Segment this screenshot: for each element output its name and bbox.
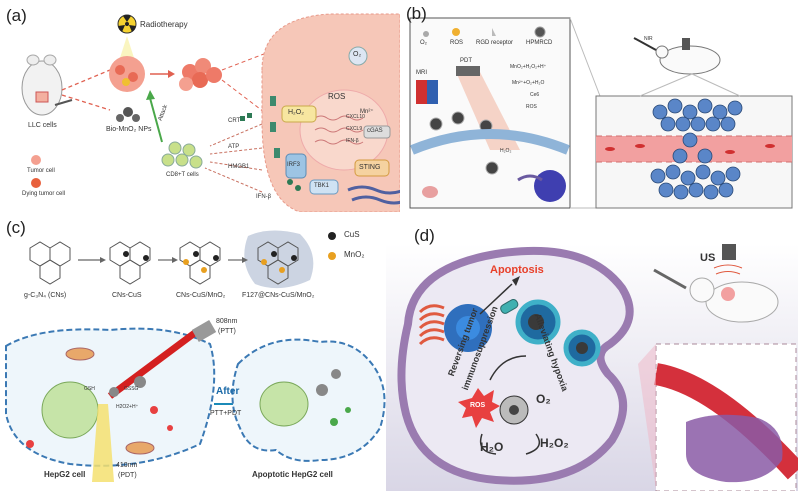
step-cns-cus-mno2: CNs-CuS/MnO₂ [176, 292, 226, 299]
legend-cus: CuS [344, 230, 360, 239]
panel-d: (d) US Apoptosis Reversing tumor immunos… [386, 224, 798, 491]
o2-label-d: O₂ [536, 392, 551, 406]
cell-membrane [410, 129, 570, 155]
panel-c-label: (c) [6, 218, 26, 237]
nir-label: NIR [644, 36, 653, 42]
hepg2-label: HepG2 cell [44, 470, 86, 479]
radiotherapy-label: Radiotherapy [140, 20, 188, 29]
tumor-mass-d [686, 414, 783, 483]
laser-808 [107, 329, 199, 399]
endoplasmic-reticulum [418, 304, 445, 346]
legend-dying-cell [31, 178, 41, 188]
laser-808-label: 808nm [216, 318, 238, 325]
equation-2: Mn²⁺+O₂+H₂O [512, 80, 545, 86]
atp-label: ATP [228, 144, 240, 150]
irf3-label: IRF3 [287, 162, 301, 168]
mn-label: Mn²⁺ [360, 109, 374, 115]
gene-label-3: IFN-β [346, 138, 359, 144]
after-label: After [216, 386, 240, 397]
apoptotic-cell [231, 338, 386, 462]
panel-c-illustration [5, 230, 386, 482]
legend-mno2: MnO₂ [344, 250, 365, 259]
ifn-label: IFN-β [256, 194, 272, 200]
apoptosis-label: Apoptosis [490, 264, 544, 276]
legend-hpmrcd: HPMRCD [526, 40, 553, 46]
ros-label: ROS [328, 92, 346, 101]
legend-o2: O₂ [420, 40, 427, 46]
us-label: US [700, 252, 716, 264]
equation-1: MnO₂+H₂O₂+H⁺ [510, 64, 547, 70]
laser-410-label: 410nm [116, 462, 138, 469]
panel-b-illustration [409, 17, 793, 209]
h2o2-label-d: H₂O₂ [540, 436, 569, 450]
mri-label: MRI [416, 70, 427, 76]
pdt-label-c: (PDT) [118, 472, 137, 479]
llc-cells-label: LLC cells [28, 122, 57, 129]
cd8-label: CD8+T cells [166, 172, 199, 178]
cus-legend-icon [328, 232, 336, 240]
cgas-label: cGAS [367, 128, 383, 134]
f127-coating [244, 230, 314, 289]
o2-label: O₂ [353, 51, 362, 58]
pdt-label: PDT [460, 58, 472, 64]
panel-b: (b) O₂ ROS RGD receptor HPMRCD MRI PDT M… [400, 0, 798, 212]
panel-d-illustration [386, 244, 798, 491]
legend-tumor-cell [31, 155, 41, 165]
ros-label-d: ROS [470, 402, 486, 409]
tumor-cell-label: Tumor cell [27, 168, 55, 174]
panel-a: (a) Radiotherapy LLC cells Bio-MnO₂ NPs … [0, 0, 400, 212]
step-cns-cus: CNs-CuS [112, 292, 142, 299]
h2o2-mn-label: H2O2+H⁺ [116, 404, 139, 410]
ros-product-label: ROS [526, 104, 537, 110]
mouse-icon [659, 45, 721, 75]
apoptotic-label: Apoptotic HepG2 cell [252, 470, 333, 479]
panel-a-label: (a) [6, 6, 27, 25]
mouse-d [705, 281, 779, 323]
tbk1-label: TBK1 [314, 183, 330, 189]
legend-rgd: RGD receptor [476, 40, 514, 46]
panel-c: (c) CuS MnO₂ g-C₃N₄ (CNs) CNs-CuS CNs-Cu… [0, 214, 400, 491]
ultrasound-probe-icon [722, 244, 736, 260]
h2o-label-d: H₂O [480, 440, 504, 454]
ros-burst-icon [458, 388, 500, 428]
h2o2-label-b: H₂O₂ [500, 148, 512, 154]
panel-b-label: (b) [406, 4, 427, 23]
crt-label: CRT [228, 118, 241, 124]
mno2-legend-icon [328, 252, 336, 260]
step-cns: g-C₃N₄ (CNs) [24, 292, 67, 299]
gene-label-1: CXCL10 [346, 114, 365, 120]
panel-a-illustration [21, 13, 400, 212]
nanoparticle [123, 107, 133, 117]
cd8-cells [161, 141, 203, 169]
legend-ros: ROS [450, 40, 464, 46]
dying-tumor-cell-label: Dying tumor cell [22, 191, 66, 197]
nucleus-blue [534, 170, 566, 202]
gsh-label: GSH [84, 386, 95, 392]
ce6-label: Ce6 [530, 92, 540, 98]
panel-d-label: (d) [414, 226, 435, 245]
gssg-label: GSSG [124, 386, 139, 392]
ptt-pdt-label: PTT+PDT [210, 410, 242, 417]
mouse-body [21, 60, 63, 116]
hmgb1-label: HMGB1 [228, 164, 250, 170]
gene-label-2: CXCL9 [346, 126, 363, 132]
ptt-label: (PTT) [218, 328, 236, 335]
laser-410 [92, 404, 114, 482]
sting-label: STING [359, 164, 381, 171]
bio-nps-label: Bio-MnO₂ NPs [106, 126, 152, 133]
h2o2-label: H₂O₂ [288, 109, 304, 116]
step-f127: F127@CNs-CuS/MnO₂ [242, 292, 315, 299]
irradiated-tumor [109, 56, 145, 92]
tumor-cell-cluster [650, 98, 743, 200]
tumor-cluster [179, 58, 222, 91]
